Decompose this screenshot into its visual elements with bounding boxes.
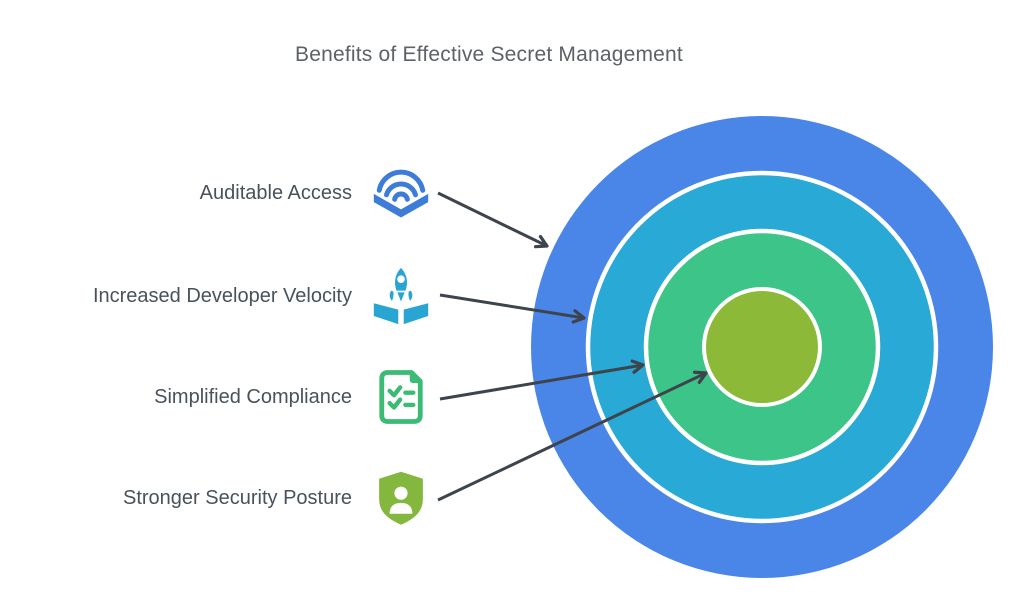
arrow-simplified-compliance xyxy=(439,359,645,401)
benefit-row-security-posture: Stronger Security Posture xyxy=(0,466,430,530)
rocket-launch-box-icon xyxy=(372,265,430,327)
benefit-row-developer-velocity: Increased Developer Velocity xyxy=(0,264,430,328)
ring-security-posture xyxy=(702,287,822,407)
benefit-label: Auditable Access xyxy=(199,181,352,204)
arrow-developer-velocity xyxy=(439,293,586,324)
arrow-auditable-access xyxy=(437,191,549,249)
benefit-label: Simplified Compliance xyxy=(154,385,352,408)
shield-person-icon xyxy=(372,467,430,529)
benefit-row-auditable-access: Auditable Access xyxy=(0,161,430,225)
benefit-label: Stronger Security Posture xyxy=(123,486,352,509)
audit-waves-icon xyxy=(372,162,430,224)
checklist-document-icon xyxy=(372,366,430,428)
benefit-label: Increased Developer Velocity xyxy=(92,284,352,307)
arrow-security-posture xyxy=(437,370,708,502)
page-title: Benefits of Effective Secret Management xyxy=(295,43,683,66)
benefit-row-simplified-compliance: Simplified Compliance xyxy=(0,365,430,429)
